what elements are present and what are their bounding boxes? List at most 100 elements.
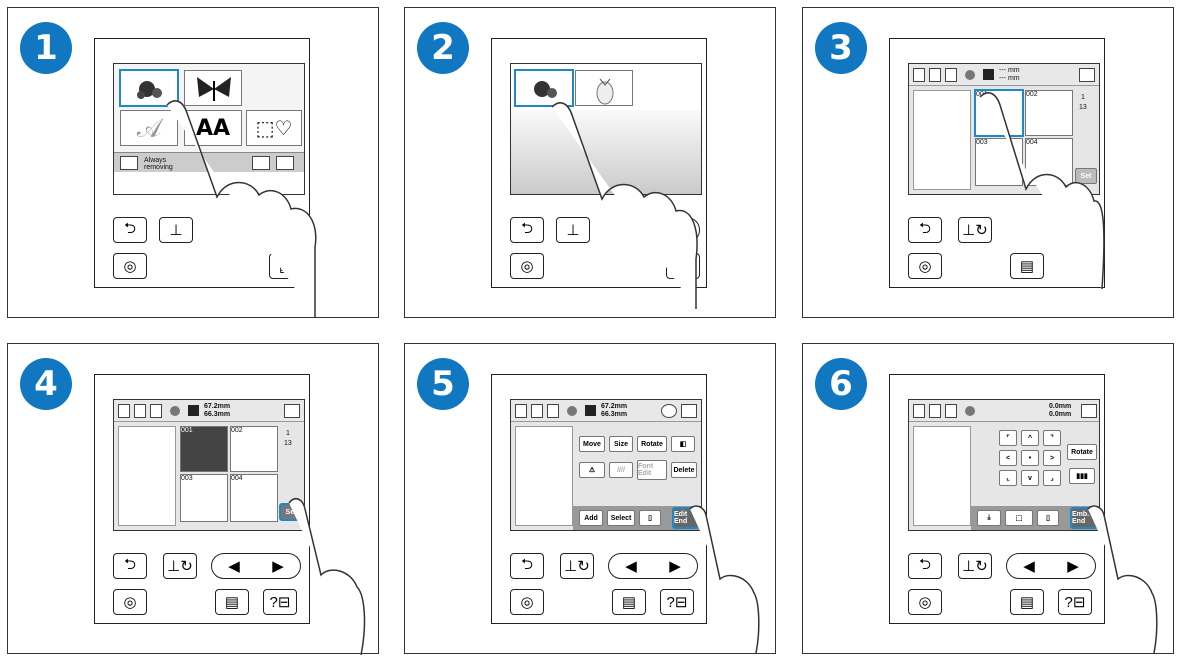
page-button[interactable]: ▤ <box>269 253 303 279</box>
right-triangle-icon[interactable]: ▶ <box>669 558 681 575</box>
pineapple-pattern-button[interactable] <box>575 70 633 106</box>
pattern-003[interactable]: 003 <box>180 474 228 522</box>
presser-foot-button[interactable]: ⊥ <box>159 217 193 243</box>
rotate-button[interactable]: Rotate <box>637 436 667 452</box>
pocket-icon[interactable] <box>252 156 270 170</box>
next-button[interactable]: ▸ <box>269 217 303 243</box>
floral-category-button[interactable] <box>119 69 179 107</box>
size-button[interactable]: Size <box>609 436 633 452</box>
left-triangle-icon[interactable]: ◀ <box>625 558 637 575</box>
hoop-size-icon[interactable] <box>134 404 146 418</box>
next-button[interactable]: ▸ <box>666 217 700 243</box>
floral-pattern-button[interactable] <box>514 69 574 107</box>
back-button[interactable]: ⮌ <box>510 553 544 579</box>
presser-foot-button[interactable]: ⊥ <box>556 217 590 243</box>
back-button[interactable]: ⮌ <box>113 217 147 243</box>
density-button[interactable]: ◧ <box>671 436 695 452</box>
pattern-004[interactable]: 004 <box>1025 138 1073 186</box>
memory-icon[interactable] <box>681 404 697 418</box>
page-button[interactable]: ▤ <box>1010 589 1044 615</box>
hoop-size-icon[interactable] <box>913 68 925 82</box>
right-triangle-icon[interactable]: ▶ <box>272 558 284 575</box>
page-button[interactable]: ▤ <box>1010 253 1044 279</box>
hoop-button[interactable]: ◎ <box>908 589 942 615</box>
emb-end-button[interactable]: Emb. End <box>1070 507 1098 529</box>
font-edit-button[interactable]: Font Edit <box>637 460 667 480</box>
array-button[interactable]: //// <box>609 462 633 478</box>
presser-foot-button[interactable]: ⊥↻ <box>560 553 594 579</box>
set-button[interactable]: Set <box>279 503 303 521</box>
edit-end-button[interactable]: Edit End <box>672 507 700 529</box>
frame-category-button[interactable]: ⬚♡ <box>246 110 302 146</box>
move-down-left-button[interactable]: ⌞ <box>999 470 1017 486</box>
memory-icon[interactable] <box>284 404 300 418</box>
hoop-size-icon[interactable] <box>118 404 130 418</box>
move-up-right-button[interactable]: ⌝ <box>1043 430 1061 446</box>
mirror-button[interactable]: ⚠ <box>579 462 605 478</box>
add-button[interactable]: Add <box>579 510 603 526</box>
page-button[interactable]: ▤ <box>666 253 700 279</box>
pocket-button[interactable]: ▯ <box>639 510 661 526</box>
hoop-size-icon[interactable] <box>945 404 957 418</box>
hoop-size-icon[interactable] <box>531 404 543 418</box>
memory-icon[interactable] <box>1079 68 1095 82</box>
needle-button[interactable]: ⤓ <box>977 510 1001 526</box>
hoop-button[interactable]: ◎ <box>113 253 147 279</box>
hoop-button[interactable]: ◎ <box>510 589 544 615</box>
hoop-size-icon[interactable] <box>913 404 925 418</box>
pattern-003[interactable]: 003 <box>975 138 1023 186</box>
pattern-001[interactable]: 001 <box>974 89 1024 137</box>
back-button[interactable]: ⮌ <box>510 217 544 243</box>
zoom-icon[interactable] <box>661 404 677 418</box>
page-button[interactable]: ▤ <box>612 589 646 615</box>
pattern-002[interactable]: 002 <box>1025 90 1073 136</box>
move-center-button[interactable]: • <box>1021 450 1039 466</box>
pattern-002[interactable]: 002 <box>230 426 278 472</box>
hoop-small-icon[interactable] <box>120 156 138 170</box>
rotate-button[interactable]: Rotate <box>1067 444 1097 460</box>
move-right-button[interactable]: > <box>1043 450 1061 466</box>
left-triangle-icon[interactable]: ◀ <box>1023 558 1035 575</box>
back-button[interactable]: ⮌ <box>908 217 942 243</box>
back-button[interactable]: ⮌ <box>113 553 147 579</box>
hoop-button[interactable]: ◎ <box>908 253 942 279</box>
hoop-size-icon[interactable] <box>929 404 941 418</box>
page-button[interactable]: ▤ <box>215 589 249 615</box>
pocket-button[interactable]: ▯ <box>1037 510 1059 526</box>
move-down-right-button[interactable]: ⌟ <box>1043 470 1061 486</box>
select-button[interactable]: Select <box>607 510 635 526</box>
move-up-left-button[interactable]: ⌜ <box>999 430 1017 446</box>
help-button[interactable]: ?⊟ <box>263 589 297 615</box>
pattern-scroll-buttons[interactable]: ◀ ▶ <box>1006 553 1096 579</box>
pattern-scroll-buttons[interactable]: ◀ ▶ <box>211 553 301 579</box>
layout-button[interactable]: ▮▮▮ <box>1069 468 1095 484</box>
move-button[interactable]: Move <box>579 436 605 452</box>
hoop-size-icon[interactable] <box>547 404 559 418</box>
hoop-button[interactable]: ◎ <box>510 253 544 279</box>
hoop-size-icon[interactable] <box>515 404 527 418</box>
move-up-button[interactable]: ^ <box>1021 430 1039 446</box>
presser-foot-button[interactable]: ⊥↻ <box>958 217 992 243</box>
hoop-size-icon[interactable] <box>150 404 162 418</box>
delete-button[interactable]: Delete <box>671 462 697 478</box>
butterfly-category-button[interactable] <box>184 70 242 106</box>
script-font-category-button[interactable]: 𝒜 <box>120 110 178 146</box>
pattern-001[interactable]: 001 <box>180 426 228 472</box>
hoop-size-icon[interactable] <box>929 68 941 82</box>
back-button[interactable]: ⮌ <box>908 553 942 579</box>
help-button[interactable]: ?⊟ <box>660 589 694 615</box>
right-triangle-icon[interactable]: ▶ <box>1067 558 1079 575</box>
trial-button[interactable]: ⬚ <box>1005 510 1033 526</box>
move-left-button[interactable]: < <box>999 450 1017 466</box>
move-down-button[interactable]: v <box>1021 470 1039 486</box>
presser-foot-button[interactable]: ⊥↻ <box>958 553 992 579</box>
hoop-size-icon[interactable] <box>945 68 957 82</box>
left-triangle-icon[interactable]: ◀ <box>228 558 240 575</box>
help-button[interactable]: ?⊟ <box>1058 589 1092 615</box>
hoop-button[interactable]: ◎ <box>113 589 147 615</box>
wireless-icon[interactable] <box>276 156 294 170</box>
pattern-004[interactable]: 004 <box>230 474 278 522</box>
font-category-button[interactable]: AA <box>184 110 242 146</box>
memory-icon[interactable] <box>1081 404 1097 418</box>
pattern-scroll-buttons[interactable]: ◀ ▶ <box>608 553 698 579</box>
